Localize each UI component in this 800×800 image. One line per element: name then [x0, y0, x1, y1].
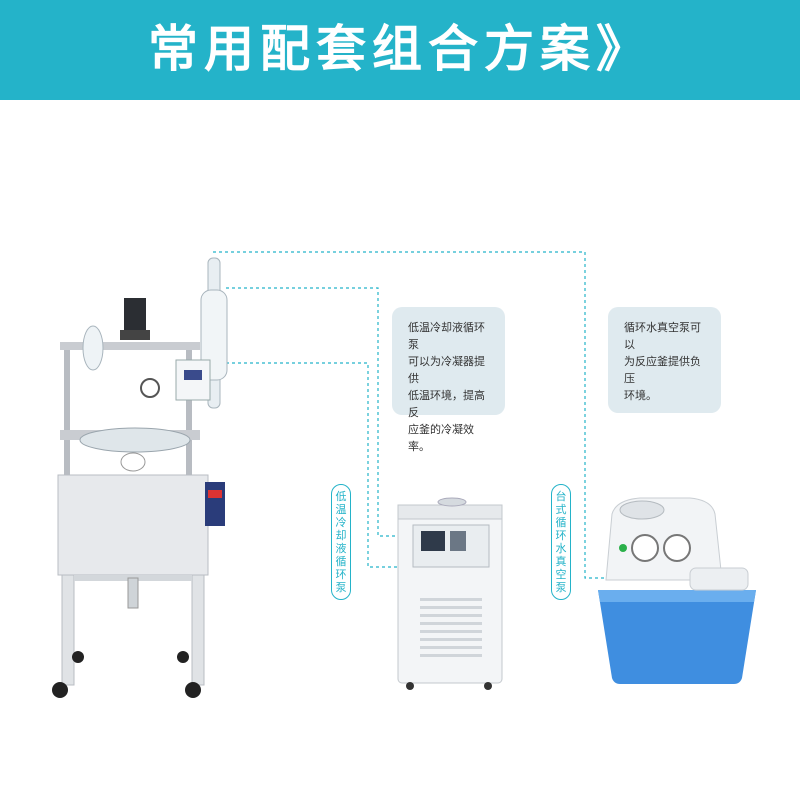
label-char: 循	[335, 555, 347, 568]
chiller-description-callout: 低温冷却液循环泵 可以为冷凝器提供 低温环境，提高反 应釜的冷凝效率。	[392, 307, 505, 453]
label-char: 低	[335, 490, 347, 503]
callout-line: 环境。	[624, 389, 657, 402]
label-char: 泵	[555, 581, 567, 594]
callout-line: 低温环境，提高反	[408, 389, 485, 419]
connector-lines	[213, 251, 616, 579]
chiller-vertical-label: 低 温 冷 却 液 循 环 泵	[331, 484, 351, 600]
label-char: 式	[555, 503, 567, 516]
label-char: 台	[555, 490, 567, 503]
callout-line: 低温冷却液循环泵	[408, 321, 485, 351]
label-char: 环	[335, 568, 347, 581]
callout-line: 为反应釜提供负压	[624, 355, 701, 385]
chiller-unit-icon	[397, 497, 503, 690]
label-char: 水	[555, 542, 567, 555]
header-banner: 常用配套组合方案》	[0, 0, 800, 100]
label-char: 空	[555, 568, 567, 581]
callout-line: 可以为冷凝器提供	[408, 355, 485, 385]
vacuum-vertical-label: 台 式 循 环 水 真 空 泵	[551, 484, 571, 600]
chiller-connector-line-bottom	[226, 362, 400, 568]
label-char: 真	[555, 555, 567, 568]
vacuum-pump-icon	[598, 497, 756, 684]
vacuum-connector-line	[213, 251, 616, 579]
page-title: 常用配套组合方案》	[148, 20, 652, 78]
label-char: 循	[555, 516, 567, 529]
label-char: 却	[335, 529, 347, 542]
label-char: 液	[335, 542, 347, 555]
callout-line: 循环水真空泵可以	[624, 321, 701, 351]
callout-line: 应釜的冷凝效率。	[408, 423, 474, 453]
vacuum-description-callout: 循环水真空泵可以 为反应釜提供负压 环境。	[608, 307, 721, 413]
glass-reactor-icon	[52, 257, 228, 698]
label-char: 环	[555, 529, 567, 542]
label-char: 温	[335, 503, 347, 516]
label-char: 冷	[335, 516, 347, 529]
chiller-connector-line-top	[226, 287, 400, 537]
label-char: 泵	[335, 581, 347, 594]
